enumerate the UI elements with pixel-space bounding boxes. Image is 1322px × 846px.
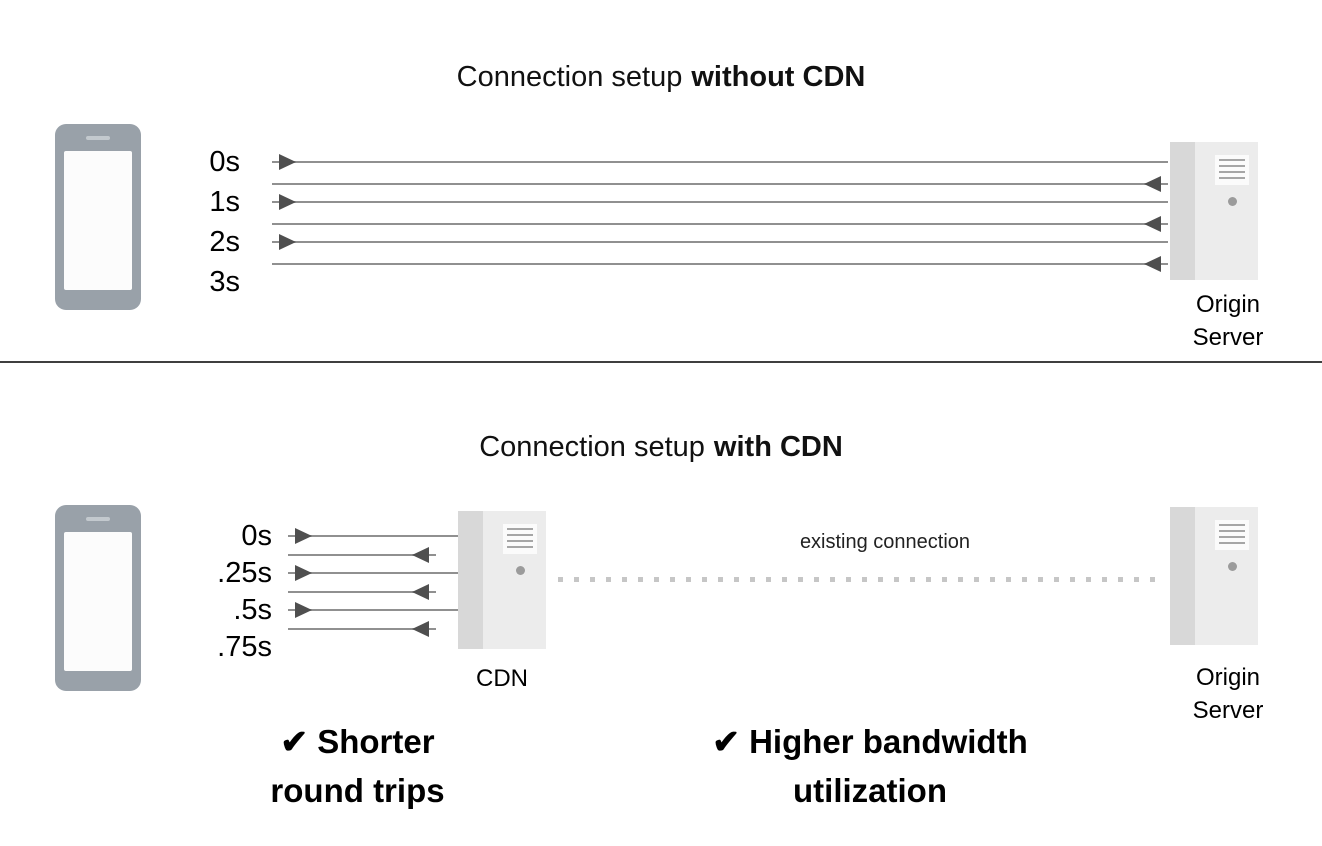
phone-speaker: [86, 517, 110, 521]
server-stripe: [1170, 507, 1195, 645]
time-label: 1s: [209, 186, 240, 218]
request-arrow-0s: [288, 528, 458, 544]
server-led: [1228, 562, 1237, 571]
benefit-higher-bandwidth: ✔ Higher bandwidth utilization: [620, 717, 1120, 815]
server-vents: [503, 524, 537, 554]
cdn-label-text: CDN: [476, 665, 528, 692]
server-vents: [1215, 520, 1249, 550]
response-arrow-1s: [272, 216, 1168, 232]
phone-screen: [64, 151, 132, 290]
cdn-server-icon: [458, 511, 546, 649]
benefit-line: ✔ Higher bandwidth: [712, 723, 1028, 760]
phone-screen: [64, 532, 132, 671]
time-label: 0s: [241, 520, 272, 552]
origin-server-label: Origin Server: [1172, 661, 1284, 727]
server-stripe: [1170, 142, 1195, 280]
cdn-label: CDN: [458, 662, 546, 695]
benefit-line: utilization: [793, 772, 947, 809]
bottom-time-labels: 0s .25s .5s .75s: [178, 518, 272, 666]
origin-server-label-line2: Server: [1192, 324, 1264, 351]
request-arrow-25s: [288, 565, 458, 581]
top-title-bold: without CDN: [691, 61, 866, 93]
request-arrow-0s: [272, 154, 1168, 170]
benefit-shorter-round-trips: ✔ Shorter round trips: [205, 717, 510, 815]
time-label: 2s: [209, 226, 240, 258]
request-arrow-1s: [272, 194, 1168, 210]
origin-server-label-line1: Origin: [1195, 664, 1261, 691]
origin-server-label-line2: Server: [1192, 697, 1264, 724]
origin-server-icon: [1170, 142, 1258, 280]
client-phone-icon: [55, 124, 141, 310]
bottom-title-regular: Connection setup: [479, 431, 705, 463]
server-led: [516, 566, 525, 575]
section-divider: [0, 361, 1322, 363]
response-arrow-5s: [288, 621, 436, 637]
top-title-regular: Connection setup: [456, 61, 683, 93]
server-led: [1228, 197, 1237, 206]
existing-connection-text: existing connection: [799, 531, 971, 553]
benefit-line: round trips: [270, 772, 445, 809]
existing-connection-dotted-line: [558, 577, 1160, 582]
time-label: 0s: [209, 146, 240, 178]
time-label: .5s: [233, 594, 272, 626]
origin-server-label-line1: Origin: [1195, 291, 1261, 318]
origin-server-label: Origin Server: [1172, 288, 1284, 354]
server-vents: [1215, 155, 1249, 185]
time-label: 3s: [209, 266, 240, 298]
server-stripe: [458, 511, 483, 649]
response-arrow-2s: [272, 256, 1168, 272]
request-arrow-2s: [272, 234, 1168, 250]
bottom-title-bold: with CDN: [713, 431, 843, 463]
client-phone-icon: [55, 505, 141, 691]
response-arrow-0s: [288, 547, 436, 563]
request-arrow-5s: [288, 602, 458, 618]
time-label: .75s: [217, 631, 272, 663]
phone-speaker: [86, 136, 110, 140]
existing-connection-label: existing connection: [690, 531, 1080, 554]
top-time-labels: 0s 1s 2s 3s: [128, 142, 240, 302]
time-label: .25s: [217, 557, 272, 589]
response-arrow-25s: [288, 584, 436, 600]
response-arrow-0s: [272, 176, 1168, 192]
origin-server-icon: [1170, 507, 1258, 645]
benefit-line: ✔ Shorter: [280, 723, 435, 760]
